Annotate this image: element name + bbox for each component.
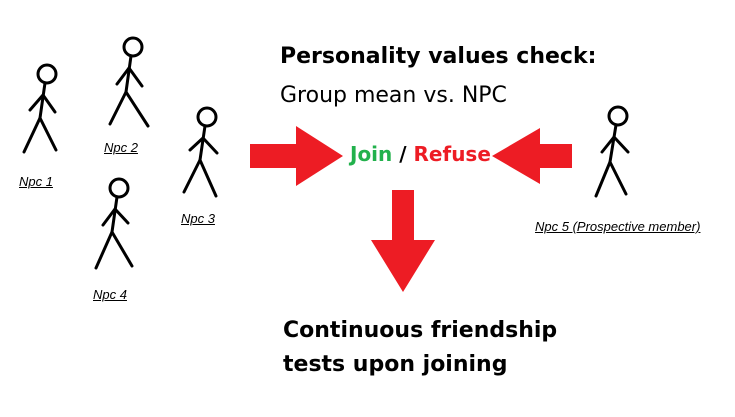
join-label: Join	[350, 142, 393, 166]
decision-label: Join / Refuse	[350, 142, 491, 166]
footer-text: Continuous friendship tests upon joining	[283, 314, 557, 382]
decision-separator: /	[399, 142, 407, 166]
stick-figure-npc-2	[108, 36, 150, 128]
npc-label-3: Npc 3	[181, 211, 215, 226]
arrow-down	[371, 190, 435, 292]
npc-label-1: Npc 1	[19, 174, 53, 189]
heading-title: Personality values check:	[280, 44, 597, 69]
npc-label-4: Npc 4	[93, 287, 127, 302]
npc-label-2: Npc 2	[104, 140, 138, 155]
heading-subtitle: Group mean vs. NPC	[280, 83, 507, 108]
npc-label-5: Npc 5 (Prospective member)	[535, 219, 701, 234]
refuse-label: Refuse	[413, 142, 491, 166]
stick-figure-npc-4	[94, 177, 134, 270]
footer-line-1: Continuous friendship	[283, 318, 558, 343]
arrow-left	[492, 128, 572, 184]
footer-line-2: tests upon joining	[283, 352, 508, 377]
arrow-right-shape	[250, 126, 343, 186]
stick-figure-npc-1	[22, 63, 58, 154]
stick-figure-npc-3	[182, 106, 219, 198]
arrow-down-shape	[371, 190, 435, 292]
arrow-left-shape	[492, 128, 572, 184]
arrow-right	[250, 126, 343, 186]
stick-figure-npc-5	[594, 105, 630, 198]
